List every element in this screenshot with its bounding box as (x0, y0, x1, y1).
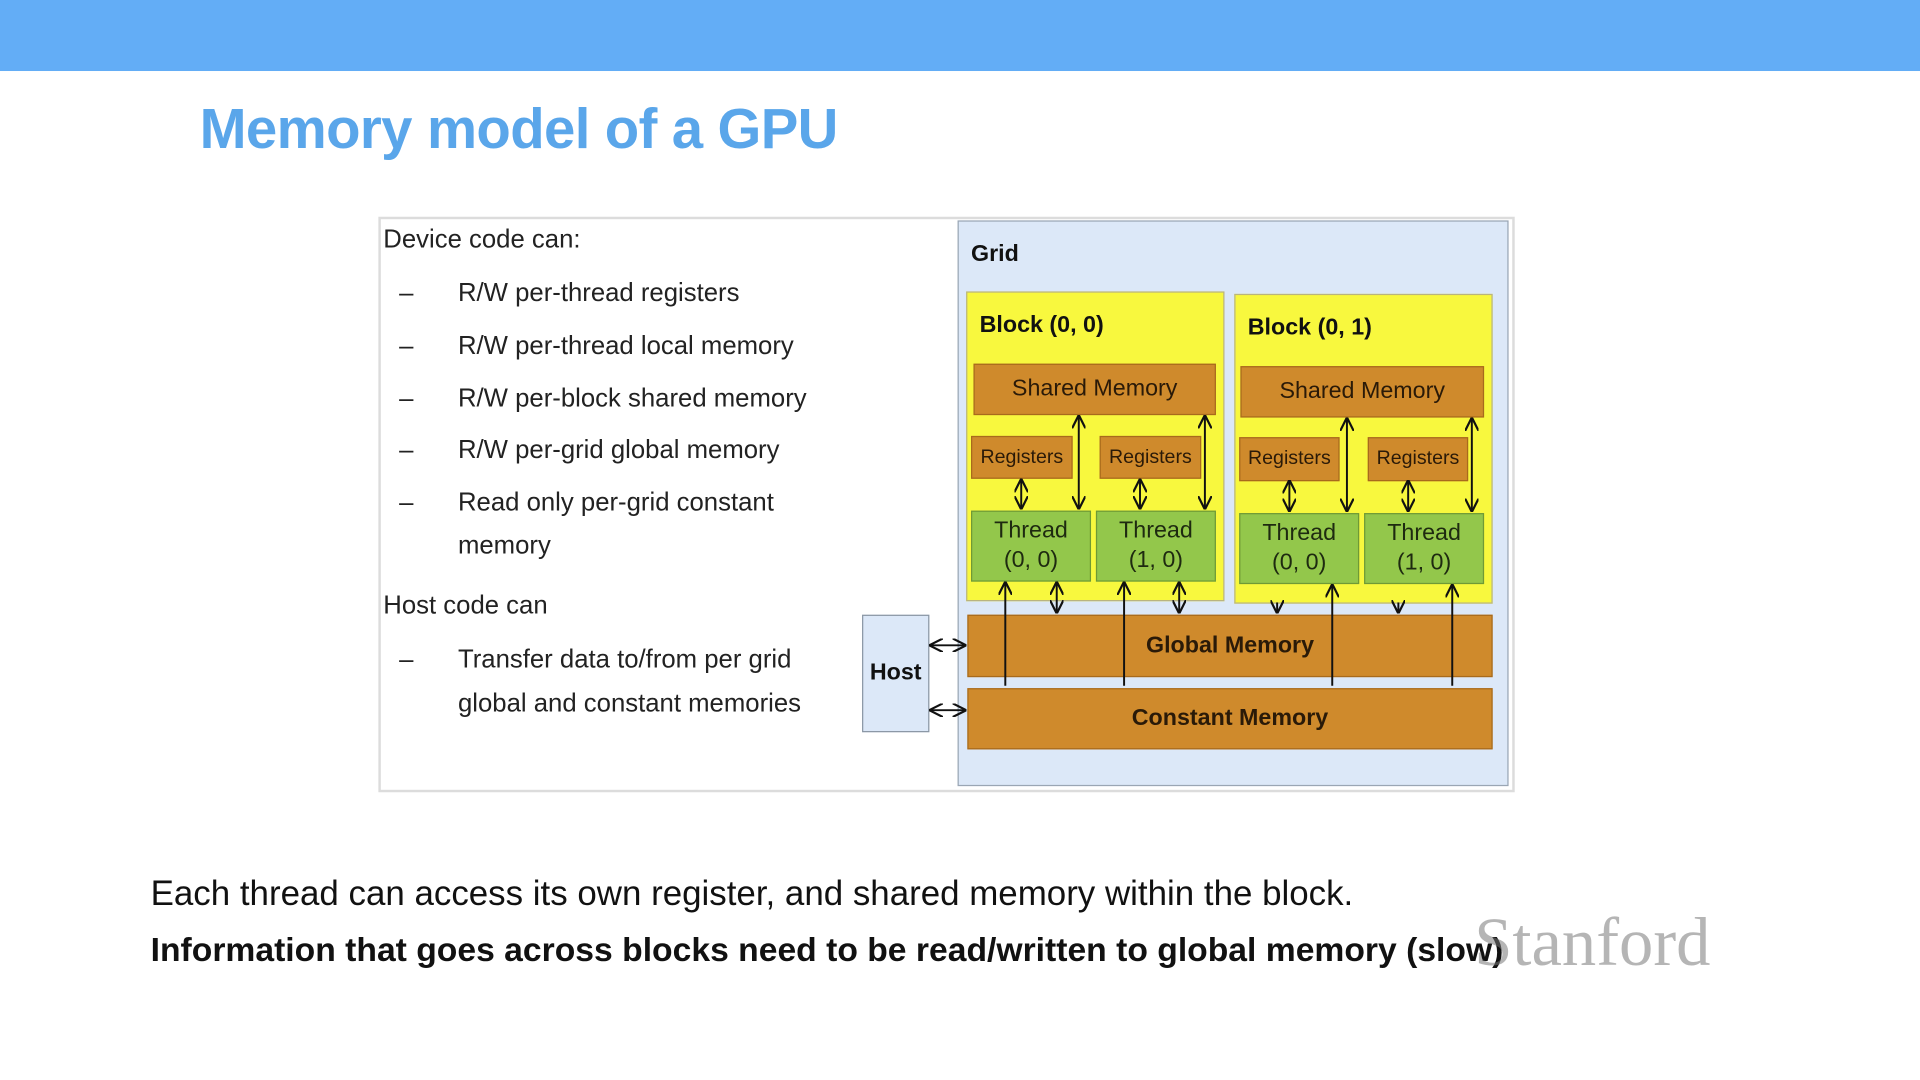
thread: Thread (1, 0) (1364, 513, 1485, 585)
device-heading: Device code can: (383, 225, 581, 254)
slide-title: Memory model of a GPU (199, 96, 839, 161)
thread-id: (1, 0) (1128, 547, 1184, 574)
bullet-dash: – (399, 279, 414, 308)
constant-memory: Constant Memory (967, 688, 1493, 750)
grid-label: Grid (971, 241, 1019, 267)
block-label: Block (0, 0) (979, 312, 1104, 338)
thread-id: (0, 0) (1003, 547, 1059, 574)
block-label: Block (0, 1) (1247, 314, 1372, 341)
top-bar (0, 0, 1920, 72)
device-item: R/W per-thread registers (457, 279, 740, 308)
registers: Registers (1239, 437, 1340, 482)
device-item: R/W per-grid global memory (457, 435, 780, 465)
shared-memory: Shared Memory (973, 363, 1216, 416)
registers: Registers (1367, 437, 1469, 482)
host-heading: Host code can (383, 591, 548, 620)
thread-name: Thread (1119, 518, 1193, 544)
host-item: Transfer data to/from per grid (457, 645, 792, 674)
thread: Thread (1, 0) (1095, 510, 1216, 582)
thread-name: Thread (1387, 520, 1461, 547)
host-box: Host (862, 614, 930, 733)
thread: Thread (0, 0) (971, 510, 1092, 582)
bullet-dash: – (399, 645, 414, 674)
host-item: global and constant memories (457, 689, 802, 718)
stanford-watermark: Stanford (1474, 904, 1711, 981)
thread-id: (0, 0) (1272, 549, 1327, 576)
registers: Registers (971, 435, 1073, 479)
registers: Registers (1099, 435, 1202, 479)
thread-name: Thread (994, 518, 1068, 544)
shared-memory: Shared Memory (1240, 366, 1485, 418)
bullet-dash: – (399, 435, 414, 465)
bullet-dash: – (399, 384, 414, 413)
global-memory: Global Memory (967, 614, 1493, 678)
bullet-dash: – (399, 331, 414, 361)
body-text-line-1: Each thread can access its own register,… (150, 874, 1354, 914)
bullet-dash: – (399, 488, 414, 517)
thread-id: (1, 0) (1396, 549, 1452, 576)
device-item: memory (457, 531, 551, 560)
device-item: R/W per-thread local memory (457, 331, 794, 361)
body-text-line-2: Information that goes across blocks need… (150, 930, 1504, 969)
thread: Thread (0, 0) (1239, 513, 1360, 585)
thread-name: Thread (1262, 520, 1337, 547)
device-item: Read only per-grid constant (457, 488, 774, 517)
device-item: R/W per-block shared memory (457, 384, 807, 413)
